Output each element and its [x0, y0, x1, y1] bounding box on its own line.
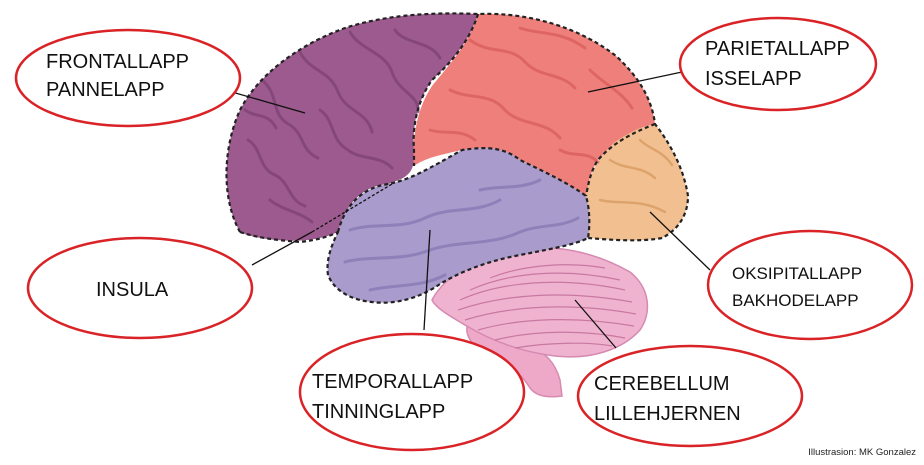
label-frontal: FRONTALLAPP PANNELAPP [16, 30, 240, 126]
label-frontal-line1: FRONTALLAPP [46, 51, 189, 73]
label-parietal-ellipse [680, 18, 876, 110]
label-insula-line1: INSULA [96, 279, 169, 301]
label-parietal-line2: ISSELAPP [705, 68, 802, 90]
label-temporal: TEMPORALLAPP TINNINGLAPP [300, 334, 524, 450]
label-cerebellum-line2: LILLEHJERNEN [594, 403, 741, 425]
label-insula: INSULA [28, 238, 252, 338]
label-parietal: PARIETALLAPP ISSELAPP [680, 18, 876, 110]
illustration-credit: Illustrasion: MK Gonzalez [808, 447, 916, 458]
label-cerebellum-ellipse [578, 346, 802, 446]
label-occipital-line1: OKSIPITALLAPP [732, 264, 862, 283]
label-frontal-line2: PANNELAPP [46, 79, 165, 101]
label-occipital-line2: BAKHODELAPP [732, 291, 859, 310]
label-occipital-ellipse [708, 231, 912, 339]
label-cerebellum: CEREBELLUM LILLEHJERNEN [578, 346, 802, 446]
label-temporal-line1: TEMPORALLAPP [312, 371, 473, 393]
label-cerebellum-line1: CEREBELLUM [594, 373, 730, 395]
label-temporal-line2: TINNINGLAPP [312, 401, 445, 423]
label-parietal-line1: PARIETALLAPP [705, 38, 850, 60]
label-occipital: OKSIPITALLAPP BAKHODELAPP [708, 231, 912, 339]
label-frontal-ellipse [16, 30, 240, 126]
